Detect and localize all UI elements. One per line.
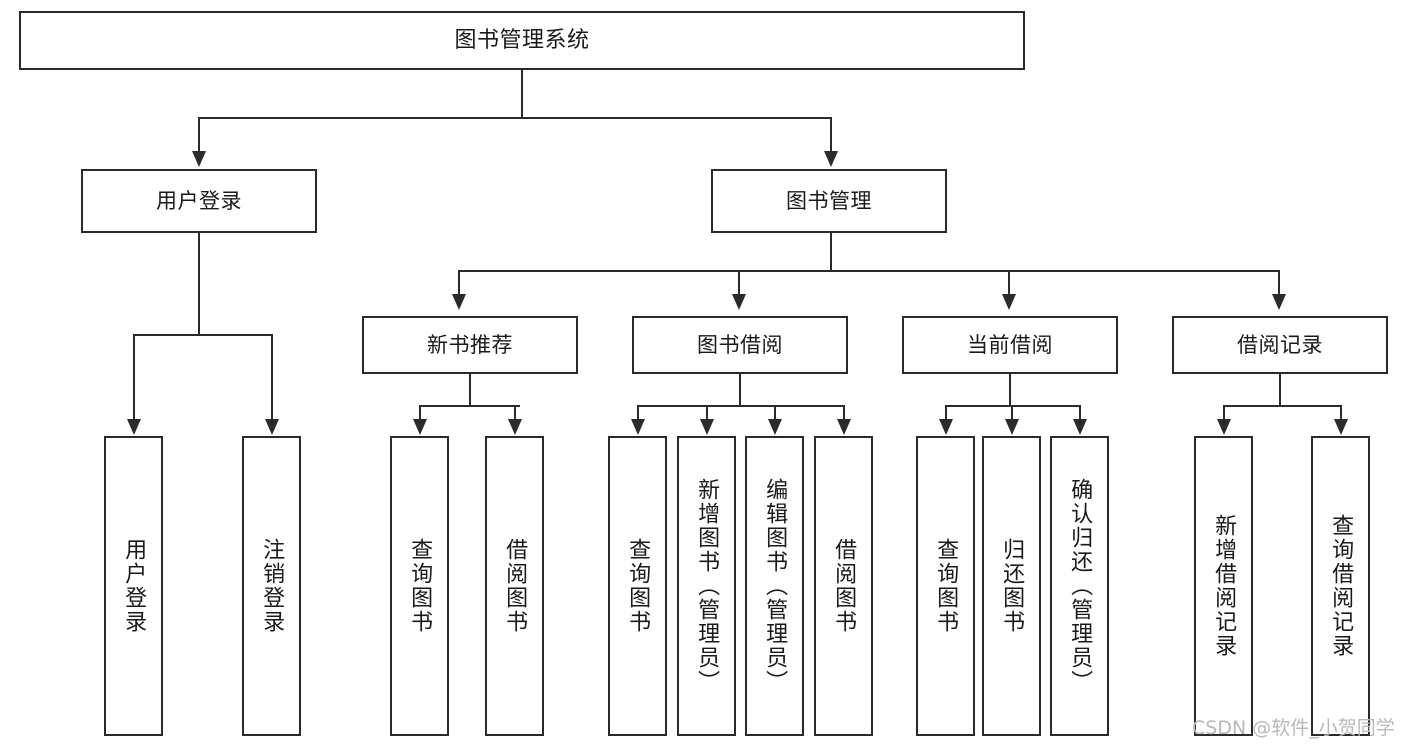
connector-user-login-bus	[133, 334, 273, 336]
arrow-new-book-to-leaf-1	[413, 419, 427, 435]
connector-current-borrow-to-leaf-3	[1079, 405, 1081, 421]
node-label: 查询借阅记录	[1328, 514, 1354, 658]
node-book-borrow[interactable]: 图书借阅	[632, 316, 848, 374]
node-label: 借阅图书	[831, 538, 857, 634]
connector-book-mgmt-bus	[458, 270, 1280, 272]
node-book-management-system[interactable]: 图书管理系统	[19, 11, 1025, 70]
connector-new-book-stem	[469, 374, 471, 406]
connector-borrow-record-to-leaf-1	[1223, 405, 1225, 421]
node-label: 注销登录	[259, 538, 285, 634]
connector-borrow-record-to-leaf-2	[1340, 405, 1342, 421]
connector-current-borrow-to-leaf-1	[945, 405, 947, 421]
leaf-current-borrow-query[interactable]: 查询图书	[916, 436, 975, 736]
node-label: 查询图书	[933, 538, 959, 634]
arrow-book-mgmt-to-record	[1272, 294, 1286, 310]
connector-current-borrow-to-leaf-2	[1011, 405, 1013, 421]
leaf-user-login-logout[interactable]: 注销登录	[242, 436, 301, 736]
connector-new-book-to-leaf-2	[514, 405, 516, 421]
leaf-new-book-borrow[interactable]: 借阅图书	[485, 436, 544, 736]
arrow-root-to-book-mgmt	[824, 151, 838, 167]
node-new-book-recommend[interactable]: 新书推荐	[362, 316, 578, 374]
connector-book-mgmt-to-record	[1278, 270, 1280, 296]
node-label: 新书推荐	[427, 332, 513, 357]
node-label: 用户登录	[156, 188, 242, 213]
node-label: 新增借阅记录	[1211, 514, 1237, 658]
connector-book-mgmt-stem	[830, 233, 832, 271]
node-user-login[interactable]: 用户登录	[81, 169, 317, 233]
node-label: 当前借阅	[967, 332, 1053, 357]
connector-book-mgmt-to-current	[1008, 270, 1010, 296]
arrow-book-borrow-to-leaf-1	[631, 419, 645, 435]
arrow-root-to-user-login	[192, 151, 206, 167]
arrow-book-borrow-to-leaf-2	[700, 419, 714, 435]
connector-book-borrow-to-leaf-4	[843, 405, 845, 421]
connector-book-borrow-to-leaf-1	[637, 405, 639, 421]
node-label: 图书借阅	[697, 332, 783, 357]
node-label: 确认归还（管理员）	[1067, 478, 1093, 694]
connector-book-mgmt-to-new-book	[458, 270, 460, 296]
arrow-borrow-record-to-leaf-1	[1217, 419, 1231, 435]
node-borrow-record[interactable]: 借阅记录	[1172, 316, 1388, 374]
connector-new-book-to-leaf-1	[419, 405, 421, 421]
node-label: 借阅图书	[502, 538, 528, 634]
leaf-book-borrow-edit[interactable]: 编辑图书（管理员）	[745, 436, 804, 736]
arrow-book-borrow-to-leaf-4	[837, 419, 851, 435]
node-book-management[interactable]: 图书管理	[711, 169, 947, 233]
connector-root-to-book-mgmt	[830, 117, 832, 153]
node-label: 图书管理系统	[454, 27, 590, 53]
node-label: 用户登录	[121, 538, 147, 634]
node-label: 编辑图书（管理员）	[762, 478, 788, 694]
connector-user-login-to-leaf-1	[133, 334, 135, 421]
arrow-current-borrow-to-leaf-3	[1073, 419, 1087, 435]
connector-book-borrow-bus	[637, 405, 844, 407]
arrow-new-book-to-leaf-2	[508, 419, 522, 435]
connector-root-bus	[198, 117, 832, 119]
connector-book-borrow-to-leaf-2	[706, 405, 708, 421]
arrow-borrow-record-to-leaf-2	[1334, 419, 1348, 435]
connector-book-borrow-to-leaf-3	[774, 405, 776, 421]
node-label: 借阅记录	[1237, 332, 1323, 357]
arrow-book-borrow-to-leaf-3	[768, 419, 782, 435]
arrow-current-borrow-to-leaf-2	[1005, 419, 1019, 435]
connector-user-login-to-leaf-2	[271, 334, 273, 421]
node-label: 查询图书	[407, 538, 433, 634]
leaf-borrow-record-add[interactable]: 新增借阅记录	[1194, 436, 1253, 736]
arrow-user-login-to-leaf-2	[265, 419, 279, 435]
leaf-current-borrow-confirm-return[interactable]: 确认归还（管理员）	[1050, 436, 1109, 736]
connector-user-login-stem	[198, 233, 200, 335]
connector-book-borrow-stem	[739, 374, 741, 406]
leaf-book-borrow-query[interactable]: 查询图书	[608, 436, 667, 736]
leaf-current-borrow-return[interactable]: 归还图书	[982, 436, 1041, 736]
connector-book-mgmt-to-borrow	[738, 270, 740, 296]
leaf-new-book-query[interactable]: 查询图书	[390, 436, 449, 736]
node-label: 新增图书（管理员）	[694, 478, 720, 694]
node-label: 归还图书	[999, 538, 1025, 634]
node-current-borrow[interactable]: 当前借阅	[902, 316, 1118, 374]
node-label: 图书管理	[786, 188, 872, 213]
arrow-book-mgmt-to-current	[1002, 294, 1016, 310]
leaf-user-login-login[interactable]: 用户登录	[104, 436, 163, 736]
node-label: 查询图书	[625, 538, 651, 634]
leaf-book-borrow-borrow[interactable]: 借阅图书	[814, 436, 873, 736]
arrow-user-login-to-leaf-1	[127, 419, 141, 435]
arrow-book-mgmt-to-borrow	[732, 294, 746, 310]
arrow-book-mgmt-to-new-book	[452, 294, 466, 310]
connector-root-to-user-login	[198, 117, 200, 153]
arrow-current-borrow-to-leaf-1	[939, 419, 953, 435]
leaf-book-borrow-add[interactable]: 新增图书（管理员）	[677, 436, 736, 736]
connector-borrow-record-bus	[1223, 405, 1341, 407]
connector-borrow-record-stem	[1279, 374, 1281, 406]
connector-new-book-bus	[419, 405, 520, 407]
connector-root-stem	[521, 70, 523, 118]
connector-current-borrow-stem	[1009, 374, 1011, 406]
leaf-borrow-record-query[interactable]: 查询借阅记录	[1311, 436, 1370, 736]
